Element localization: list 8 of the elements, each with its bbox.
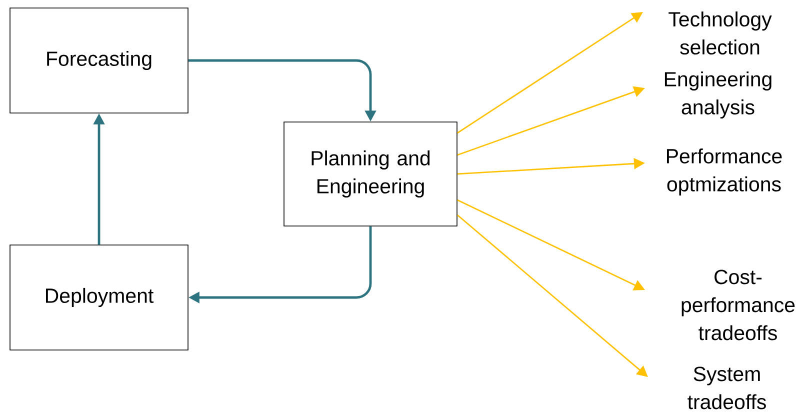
process-box: Planning and Engineering	[284, 122, 458, 226]
output-label: Cost- performance tradeoffs	[682, 270, 795, 340]
process-box: Forecasting	[10, 8, 188, 114]
output-label: System tradeoffs	[688, 366, 766, 410]
output-label: Performance optmizations	[667, 148, 782, 196]
output-label: Engineering analysis	[664, 71, 772, 119]
process-box: Deployment	[10, 244, 188, 350]
output-label: Technology selection	[668, 11, 772, 55]
